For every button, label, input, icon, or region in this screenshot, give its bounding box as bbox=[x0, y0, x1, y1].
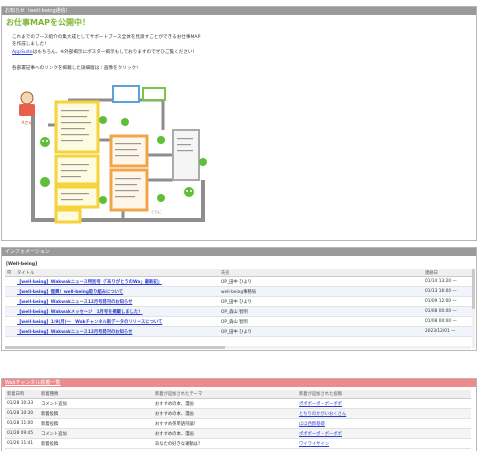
wak-channel-header[interactable]: Wakチャンネル新着一覧 bbox=[2, 379, 476, 387]
info-table: ▤ タイトル 氏名 連絡日 【well-being】Wakwakニュース特別号（… bbox=[5, 269, 475, 337]
wak-row-post-link[interactable]: ポポポーポ・ポーポポ bbox=[299, 431, 342, 437]
info-horizontal-scrollbar[interactable] bbox=[5, 346, 471, 349]
wak-row-time: 01/28 10:30 bbox=[5, 408, 39, 419]
wak-row-theme: あなたの好きな運動は？ bbox=[153, 438, 297, 449]
info-col-name[interactable]: 氏名 bbox=[219, 269, 423, 277]
wak-row-type: 新着投稿 bbox=[39, 408, 153, 419]
table-row[interactable]: 【well-being】Wakwakニュース12月号発刊のお知らせ OP_田中 ひ… bbox=[5, 326, 475, 337]
info-row-title-link[interactable]: 【well-being】Wakwakニュース12月号発刊のお知らせ bbox=[17, 299, 133, 305]
table-row[interactable]: 【well-being】Wakwakニュース特別号（「ありがとうのWa」最新記」… bbox=[5, 276, 475, 287]
wak-col-theme[interactable]: 新着が追加されたテーマ bbox=[153, 390, 297, 399]
wak-col-post[interactable]: 新着が追加された投稿 bbox=[297, 390, 471, 399]
appsuite-link[interactable]: AppSuite bbox=[12, 50, 33, 55]
info-subtitle: [Well-being] bbox=[6, 262, 38, 267]
wak-row-theme: おすすめの本、漫画 bbox=[153, 408, 297, 419]
info-row-date: 01/14 13:20 — bbox=[423, 276, 475, 287]
info-col-icon[interactable]: ▤ bbox=[5, 269, 15, 277]
wak-row-time: 01/26 11:41 bbox=[5, 438, 39, 449]
wak-row-time: 01/28 10:33 bbox=[5, 398, 39, 409]
info-panel-header: インフォメーション bbox=[2, 248, 476, 256]
info-row-date: 01/09 12:00 — bbox=[423, 296, 475, 307]
info-row-name: OP_森山 智明 bbox=[219, 316, 423, 327]
wak-col-type[interactable]: 新着種類 bbox=[39, 390, 153, 399]
wak-row-post-link[interactable]: ポポポーポ・ポーポポ bbox=[299, 401, 342, 407]
wak-col-time[interactable]: 新着日時 bbox=[5, 390, 39, 399]
info-row-date: 2023/12/01 — bbox=[423, 326, 475, 337]
wak-table-header: 新着日時 新着種類 新着が追加されたテーマ 新着が追加された投稿 bbox=[5, 390, 471, 399]
info-row-name: OP_田中 ひより bbox=[219, 296, 423, 307]
info-row-title-link[interactable]: 【well-being】復興！well-being取り組みについて bbox=[17, 289, 124, 295]
document-icon: ▤ bbox=[7, 270, 12, 275]
wak-row-post-link[interactable]: とちりのかがいおくさん bbox=[299, 411, 347, 417]
notice-line-2: を作成しました！ bbox=[12, 42, 49, 47]
table-row[interactable]: 【well-being】Wakwakメッセージ 1月号を掲載しました！ OP_森山… bbox=[5, 306, 475, 317]
info-row-date: 01/08 00:00 — bbox=[423, 316, 475, 327]
info-col-date[interactable]: 連絡日 bbox=[423, 269, 475, 277]
wak-row-post-link[interactable]: ほほ西郡基礎 bbox=[299, 421, 325, 427]
table-row[interactable]: 【well-being】1/9(月)～ Wakチャンネル新データのリリースについ… bbox=[5, 316, 475, 327]
wak-row-type: 新着投稿 bbox=[39, 438, 153, 449]
info-col-title[interactable]: タイトル bbox=[15, 269, 219, 277]
info-row-title-link[interactable]: 【well-being】Wakwakニュース特別号（「ありがとうのWa」最新記」 bbox=[17, 279, 162, 285]
wak-row-theme: おすすめの本、漫画 bbox=[153, 398, 297, 409]
notice-line-3-text: はもちろん、※外部掲示にポスター掲示もしておりますのでぜひご覧ください！ bbox=[32, 50, 198, 55]
info-horizontal-scroll-thumb[interactable] bbox=[5, 346, 225, 349]
notice-title: お仕事MAPを公開中！ bbox=[6, 18, 91, 27]
map-person-label: Aさん bbox=[22, 119, 33, 125]
info-vertical-scroll-thumb[interactable] bbox=[472, 269, 475, 309]
wak-row-time: 01/28 11:00 bbox=[5, 418, 39, 429]
info-panel: インフォメーション [Well-being] ▤ タイトル 氏名 連絡日 【we… bbox=[1, 247, 477, 351]
wak-row-type: コメント追加 bbox=[39, 398, 153, 409]
info-row-title-link[interactable]: 【well-being】Wakwakニュース12月号発刊のお知らせ bbox=[17, 329, 133, 335]
info-row-name: OP_田中 ひより bbox=[219, 276, 423, 287]
table-row[interactable]: 【well-being】Wakwakニュース12月号発刊のお知らせ OP_田中 ひ… bbox=[5, 296, 475, 307]
info-vertical-scrollbar[interactable] bbox=[472, 269, 475, 348]
info-row-name: OP_森山 智明 bbox=[219, 306, 423, 317]
map-caption: ともに bbox=[151, 209, 162, 214]
notice-panel: お知らせ（well-being通信） お仕事MAPを公開中！ これまでのブース紹… bbox=[1, 6, 477, 241]
wak-row-type: 新着投稿 bbox=[39, 418, 153, 429]
info-row-name: well-being事務局 bbox=[219, 286, 423, 297]
info-row-title-link[interactable]: 【well-being】Wakwakメッセージ 1月号を掲載しました！ bbox=[17, 309, 143, 315]
wak-row-theme: おすすめ英単語持論！ bbox=[153, 418, 297, 429]
info-row-name: OP_田中 ひより bbox=[219, 326, 423, 337]
notice-line-3: AppSuiteはもちろん、※外部掲示にポスター掲示もしておりますのでぜひご覧く… bbox=[12, 49, 197, 55]
wak-row-type: コメント追加 bbox=[39, 428, 153, 439]
wak-row-post-link[interactable]: ワイワイサイン bbox=[299, 441, 330, 447]
work-map-image[interactable]: Aさん bbox=[13, 80, 213, 235]
notice-panel-header: お知らせ（well-being通信） bbox=[2, 7, 476, 15]
notice-line-1: これまでのブース紹介の集大成としてサポートブース全体を見渡すことができるお仕事M… bbox=[12, 35, 201, 40]
wak-channel-header-link[interactable]: Wakチャンネル新着一覧 bbox=[5, 380, 61, 386]
wak-table: 新着日時 新着種類 新着が追加されたテーマ 新着が追加された投稿 01/28 1… bbox=[5, 390, 471, 449]
info-row-date: 01/13 16:00 — bbox=[423, 286, 475, 297]
wak-row-time: 01/28 09:45 bbox=[5, 428, 39, 439]
info-table-header: ▤ タイトル 氏名 連絡日 bbox=[5, 269, 475, 277]
work-map-illustration: Aさん bbox=[19, 85, 207, 224]
notice-line-4: 各部署記事へのリンクを掲載した詳細版は｜画像をクリック！ bbox=[12, 66, 141, 71]
wak-row-theme: おすすめの本、漫画 bbox=[153, 428, 297, 439]
info-row-date: 01/08 00:00 — bbox=[423, 306, 475, 317]
table-row[interactable]: 【well-being】復興！well-being取り組みについて well-be… bbox=[5, 286, 475, 297]
wak-channel-panel: Wakチャンネル新着一覧 新着日時 新着種類 新着が追加されたテーマ 新着が追加… bbox=[1, 378, 477, 451]
info-row-title-link[interactable]: 【well-being】1/9(月)～ Wakチャンネル新データのリリースについ… bbox=[17, 319, 163, 325]
